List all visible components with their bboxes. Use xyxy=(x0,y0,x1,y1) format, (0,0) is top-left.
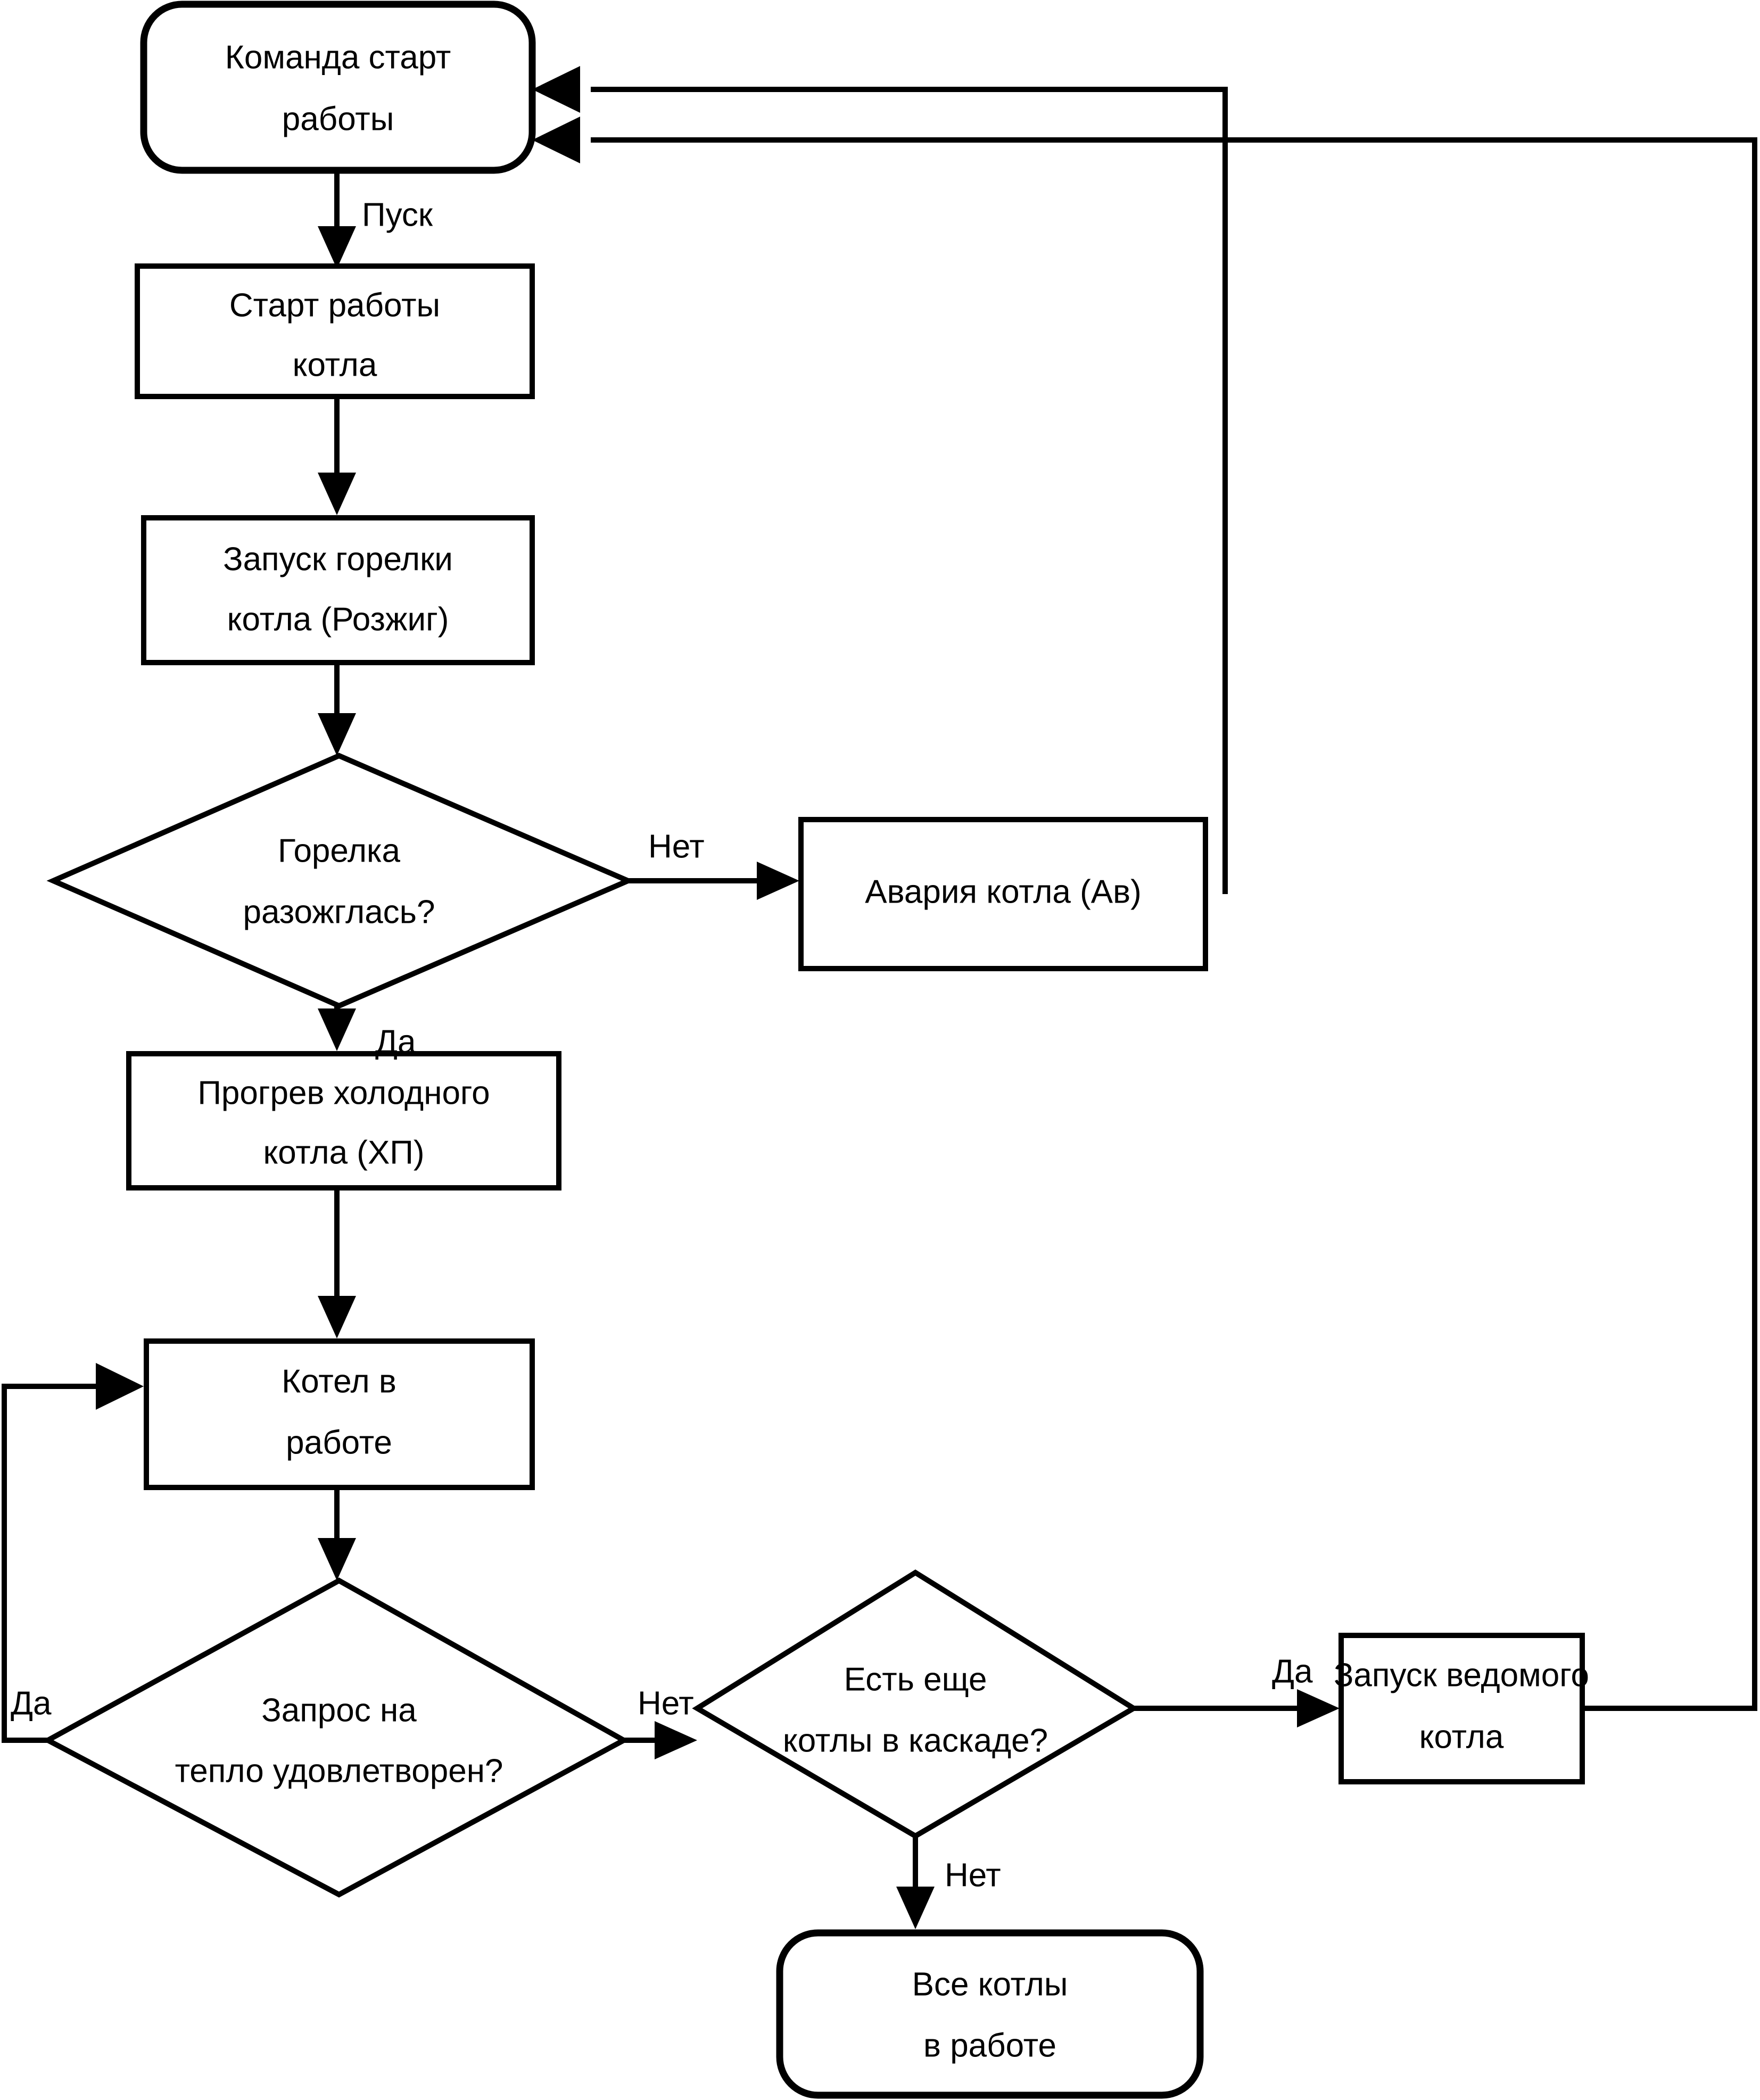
edge-boiler-start-to-burner-start xyxy=(318,396,356,515)
node-boiler-fault-label-line1: Авария котла (Ав) xyxy=(865,873,1141,910)
node-start-label-line2: работы xyxy=(282,101,394,137)
edge-label-pusk: Пуск xyxy=(362,196,433,233)
node-heat-demand-decision[interactable]: Запрос на тепло удовлетворен? xyxy=(42,1577,630,1898)
node-start-label-line1: Команда старт xyxy=(225,39,451,76)
edge-heat-demand-no-to-more-boilers xyxy=(624,1721,697,1759)
edge-fault-to-start-loop xyxy=(532,66,1228,894)
edge-label-burner-lit-no: Нет xyxy=(648,828,705,865)
edge-running-to-heat-demand xyxy=(318,1487,356,1581)
edge-heat-demand-yes-loop xyxy=(2,1363,144,1743)
edge-more-boilers-no-to-all-running xyxy=(896,1836,935,1929)
edge-label-heat-demand-no: Нет xyxy=(638,1685,694,1722)
node-start-shape xyxy=(140,1,536,174)
edge-burner-start-to-burner-lit xyxy=(318,663,356,756)
edge-label-burner-lit-yes: Да xyxy=(375,1023,416,1060)
node-start[interactable]: Команда старт работы xyxy=(140,1,536,174)
edge-burner-lit-no-to-fault xyxy=(628,862,799,900)
node-cold-warmup-label-line1: Прогрев холодного xyxy=(197,1074,490,1111)
edge-burner-lit-yes-to-warmup xyxy=(318,1006,356,1051)
node-burner-lit-decision[interactable]: Горелка разожглась? xyxy=(46,753,635,1009)
node-boiler-running[interactable]: Котел в работе xyxy=(144,1338,535,1490)
node-all-running-label-line1: Все котлы xyxy=(912,1966,1068,2003)
node-boiler-running-shape xyxy=(144,1338,535,1490)
node-cold-warmup-label-line2: котла (ХП) xyxy=(263,1134,424,1171)
node-burner-lit-label-line2: разожглась? xyxy=(243,894,435,930)
node-boiler-start-shape xyxy=(135,263,535,399)
edge-label-heat-demand-yes: Да xyxy=(11,1685,52,1722)
node-burner-start-label-line1: Запуск горелки xyxy=(223,541,453,577)
node-boiler-start-label-line2: котла xyxy=(293,346,377,383)
node-all-running-shape xyxy=(776,1929,1204,2099)
node-start-slave-shape xyxy=(1338,1633,1585,1784)
edge-slave-to-boiler-start-loop xyxy=(532,117,1757,1711)
node-cold-warmup[interactable]: Прогрев холодного котла (ХП) xyxy=(126,1051,561,1190)
node-all-running-label-line2: в работе xyxy=(923,2027,1056,2064)
node-boiler-running-label-line2: работе xyxy=(286,1424,392,1461)
node-burner-lit-shape xyxy=(46,753,635,1009)
node-more-boilers-decision[interactable]: Есть еще котлы в каскаде? xyxy=(692,1569,1139,1839)
node-boiler-running-label-line1: Котел в xyxy=(282,1363,396,1400)
node-burner-lit-label-line1: Горелка xyxy=(278,832,400,869)
node-boiler-fault-shape xyxy=(798,817,1208,971)
edge-label-more-boilers-no: Нет xyxy=(945,1857,1001,1894)
node-all-running[interactable]: Все котлы в работе xyxy=(776,1929,1204,2099)
node-heat-demand-shape xyxy=(42,1577,630,1898)
node-heat-demand-label-line1: Запрос на xyxy=(261,1692,417,1729)
node-more-boilers-label-line2: котлы в каскаде? xyxy=(783,1722,1048,1759)
node-more-boilers-shape xyxy=(692,1569,1139,1839)
node-heat-demand-label-line2: тепло удовлетворен? xyxy=(175,1752,503,1789)
node-start-slave[interactable]: Запуск ведомого котла xyxy=(1334,1633,1589,1784)
edge-start-to-boiler-start xyxy=(318,173,356,269)
node-burner-start-label-line2: котла (Розжиг) xyxy=(227,601,449,638)
edge-more-boilers-yes-to-slave xyxy=(1134,1689,1340,1727)
node-boiler-start-label-line1: Старт работы xyxy=(229,287,440,324)
edge-label-more-boilers-yes: Да xyxy=(1272,1653,1313,1690)
node-boiler-start[interactable]: Старт работы котла xyxy=(135,263,535,399)
node-burner-start[interactable]: Запуск горелки котла (Розжиг) xyxy=(141,515,535,665)
node-cold-warmup-shape xyxy=(126,1051,561,1190)
node-more-boilers-label-line1: Есть еще xyxy=(844,1661,987,1698)
node-start-slave-label-line2: котла xyxy=(1419,1718,1504,1755)
node-burner-start-shape xyxy=(141,515,535,665)
node-boiler-fault[interactable]: Авария котла (Ав) xyxy=(798,817,1208,971)
node-start-slave-label-line1: Запуск ведомого xyxy=(1334,1657,1589,1693)
